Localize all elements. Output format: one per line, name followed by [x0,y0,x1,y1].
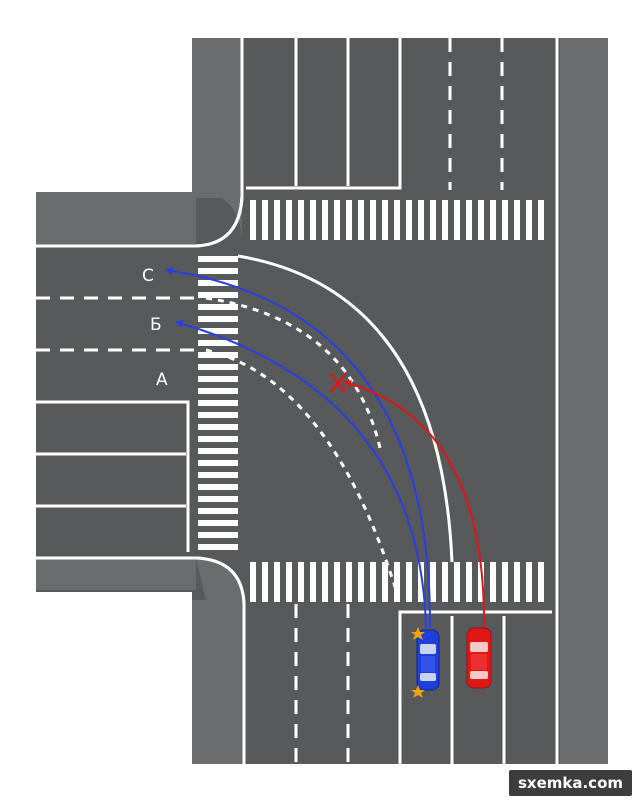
blue-car-icon [416,629,440,691]
watermark-label: sxemka.com [508,770,632,796]
top-road-markings [246,38,504,190]
curb-lower-left [36,556,246,764]
turn-guide-solid [237,254,454,563]
lane-label-c: С [142,266,154,286]
red-car-icon [466,627,492,689]
left-road-markings [36,296,196,552]
lane-label-b: Б [150,315,162,335]
bottom-road-markings [294,604,552,764]
crosswalk-left [198,256,238,550]
lane-label-a: А [156,370,168,390]
crosswalk-top [250,200,544,240]
crosswalk-bottom [250,562,544,602]
blue-path-to-b [175,320,427,629]
turn-signal-icon [411,627,425,698]
red-path [343,379,486,629]
turn-guide-dashed-inner [205,348,398,591]
blue-path-to-c [165,267,432,629]
conflict-x-icon [330,373,346,393]
